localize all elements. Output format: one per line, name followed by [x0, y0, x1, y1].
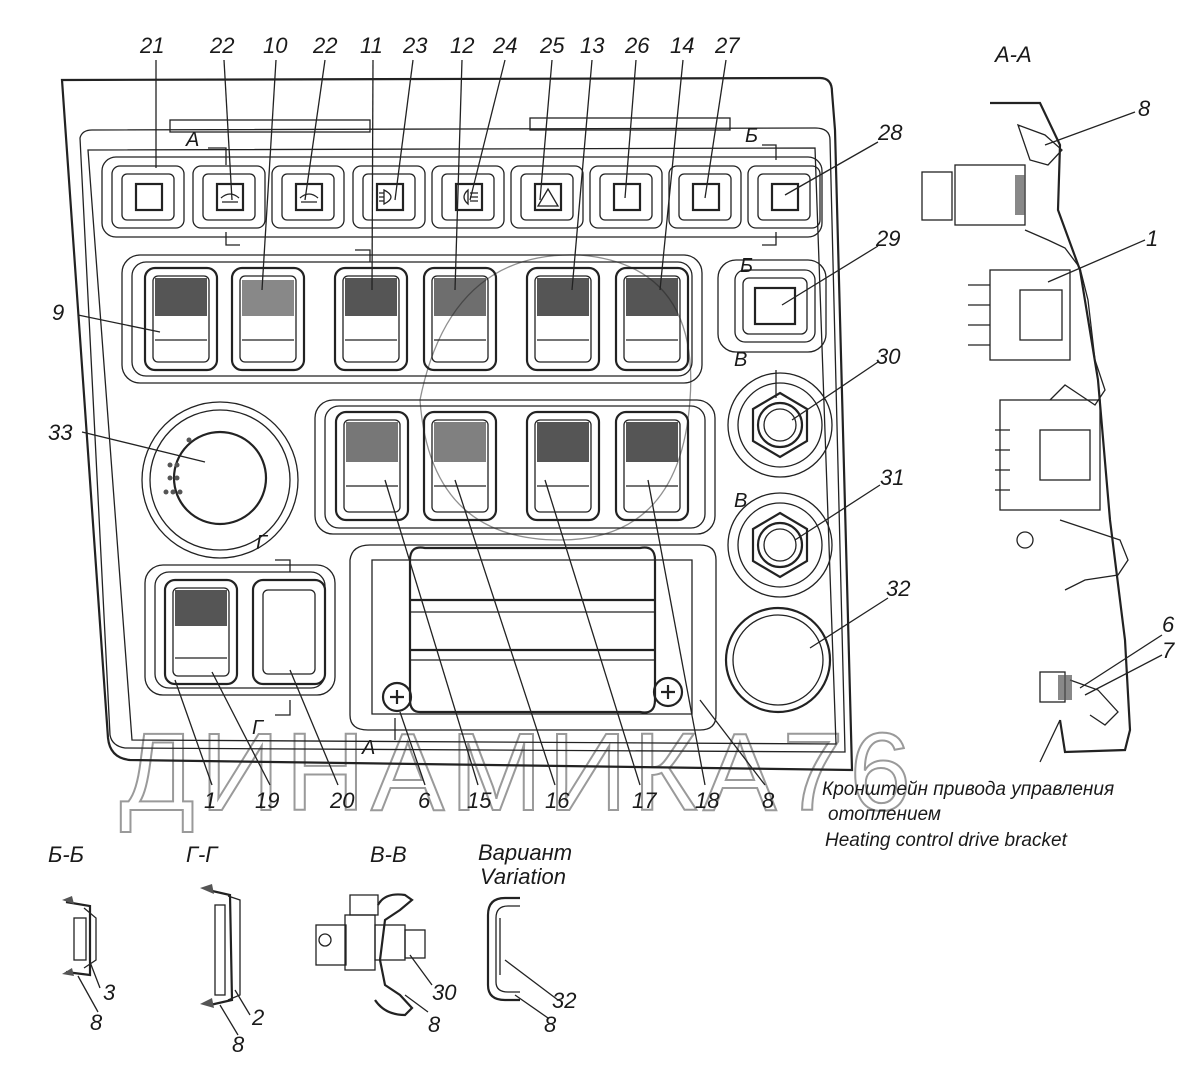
label-22a: 22 [209, 33, 234, 58]
label-b18: 18 [695, 788, 720, 813]
label-12: 12 [450, 33, 474, 58]
button-23[interactable] [352, 165, 426, 229]
section-mark-g-top: Г [256, 532, 269, 554]
label-var-32: 32 [552, 988, 576, 1013]
rocker-16[interactable] [422, 410, 498, 522]
watermark: ДИНАМИКА76 [120, 711, 917, 834]
section-mark-a-bottom: А [361, 737, 375, 759]
button-25[interactable] [510, 165, 584, 229]
label-b17: 17 [632, 788, 657, 813]
section-aa-title: А-А [993, 42, 1032, 67]
label-27: 27 [714, 33, 740, 58]
rocker-20[interactable] [251, 578, 327, 686]
button-22a[interactable] [192, 165, 266, 229]
label-21: 21 [139, 33, 164, 58]
label-26: 26 [624, 33, 650, 58]
section-mark-v2: В [734, 490, 747, 512]
label-bb-8: 8 [90, 1010, 103, 1035]
rocker-1[interactable] [163, 578, 239, 686]
knob-33[interactable] [141, 401, 299, 559]
label-30: 30 [876, 344, 901, 369]
label-9: 9 [52, 300, 64, 325]
rocker-12[interactable] [422, 266, 498, 372]
section-mark-a-top: А [185, 129, 199, 151]
label-11: 11 [360, 33, 383, 58]
label-23: 23 [402, 33, 428, 58]
caption-en: Heating control drive bracket [825, 830, 1068, 851]
rocker-18[interactable] [614, 410, 690, 522]
label-28: 28 [877, 120, 903, 145]
label-14: 14 [670, 33, 694, 58]
label-b1: 1 [204, 788, 216, 813]
rocker-14[interactable] [614, 266, 690, 372]
button-12[interactable] [431, 165, 505, 229]
rocker-pair-1-20 [144, 564, 336, 696]
label-b16: 16 [545, 788, 570, 813]
variant-detail: Вариант Variation 32 8 [478, 840, 576, 1037]
label-b8: 8 [762, 788, 775, 813]
label-24: 24 [492, 33, 517, 58]
label-22b: 22 [312, 33, 337, 58]
rocker-17[interactable] [525, 410, 601, 522]
section-mark-v1: В [734, 349, 747, 371]
storage-tray[interactable] [349, 544, 717, 731]
label-b6: 6 [418, 788, 431, 813]
nut-30[interactable] [727, 370, 833, 478]
label-b19: 19 [255, 788, 279, 813]
label-gg-2: 2 [251, 1005, 264, 1030]
nut-31[interactable] [727, 492, 833, 598]
label-var-8: 8 [544, 1012, 557, 1037]
label-13: 13 [580, 33, 605, 58]
rocker-10[interactable] [230, 266, 306, 372]
label-aa-7: 7 [1162, 638, 1175, 663]
rocker-15[interactable] [334, 410, 410, 522]
section-mark-b-right: Б [740, 255, 753, 277]
section-aa: А-А 8 1 6 7 [921, 42, 1175, 763]
label-10: 10 [263, 33, 288, 58]
caption-ru-1: Кронштейн привода управления [822, 779, 1114, 800]
label-vv-30: 30 [432, 980, 457, 1005]
section-mark-g-bottom: Г [252, 717, 265, 739]
leader-lines [77, 59, 889, 786]
rocker-row-2 [314, 399, 716, 535]
top-button-row [101, 156, 823, 238]
section-vv: В-В 30 8 [315, 842, 457, 1037]
section-bb: Б-Б 3 8 [48, 842, 116, 1035]
button-26[interactable] [589, 165, 663, 229]
section-vv-title: В-В [370, 842, 407, 867]
caption-ru-2: отоплением [828, 804, 941, 825]
label-vv-8: 8 [428, 1012, 441, 1037]
button-29[interactable] [717, 259, 827, 353]
label-33: 33 [48, 420, 73, 445]
section-mark-b-top: Б [745, 125, 758, 147]
label-aa-8: 8 [1138, 96, 1151, 121]
label-b15: 15 [467, 788, 492, 813]
label-29: 29 [875, 226, 900, 251]
label-25: 25 [539, 33, 565, 58]
label-aa-6: 6 [1162, 612, 1175, 637]
rocker-row-1 [121, 254, 703, 384]
cap-32 [724, 606, 832, 714]
section-gg-title: Г-Г [186, 842, 219, 867]
rocker-13[interactable] [525, 266, 601, 372]
rocker-11[interactable] [333, 266, 409, 372]
section-gg: Г-Г 2 8 [186, 842, 264, 1057]
variant-en: Variation [480, 864, 566, 889]
rocker-9[interactable] [143, 266, 219, 372]
label-gg-8: 8 [232, 1032, 245, 1057]
label-b20: 20 [329, 788, 355, 813]
label-31: 31 [880, 465, 904, 490]
caption: Кронштейн привода управления отоплением … [822, 779, 1114, 851]
label-32: 32 [886, 576, 910, 601]
section-bb-title: Б-Б [48, 842, 84, 867]
label-aa-1: 1 [1146, 226, 1158, 251]
variant-ru: Вариант [478, 840, 572, 865]
button-28[interactable] [747, 165, 821, 229]
label-bb-3: 3 [103, 980, 116, 1005]
button-22b[interactable] [271, 165, 345, 229]
panel-body [60, 76, 854, 772]
button-21[interactable] [111, 165, 185, 229]
